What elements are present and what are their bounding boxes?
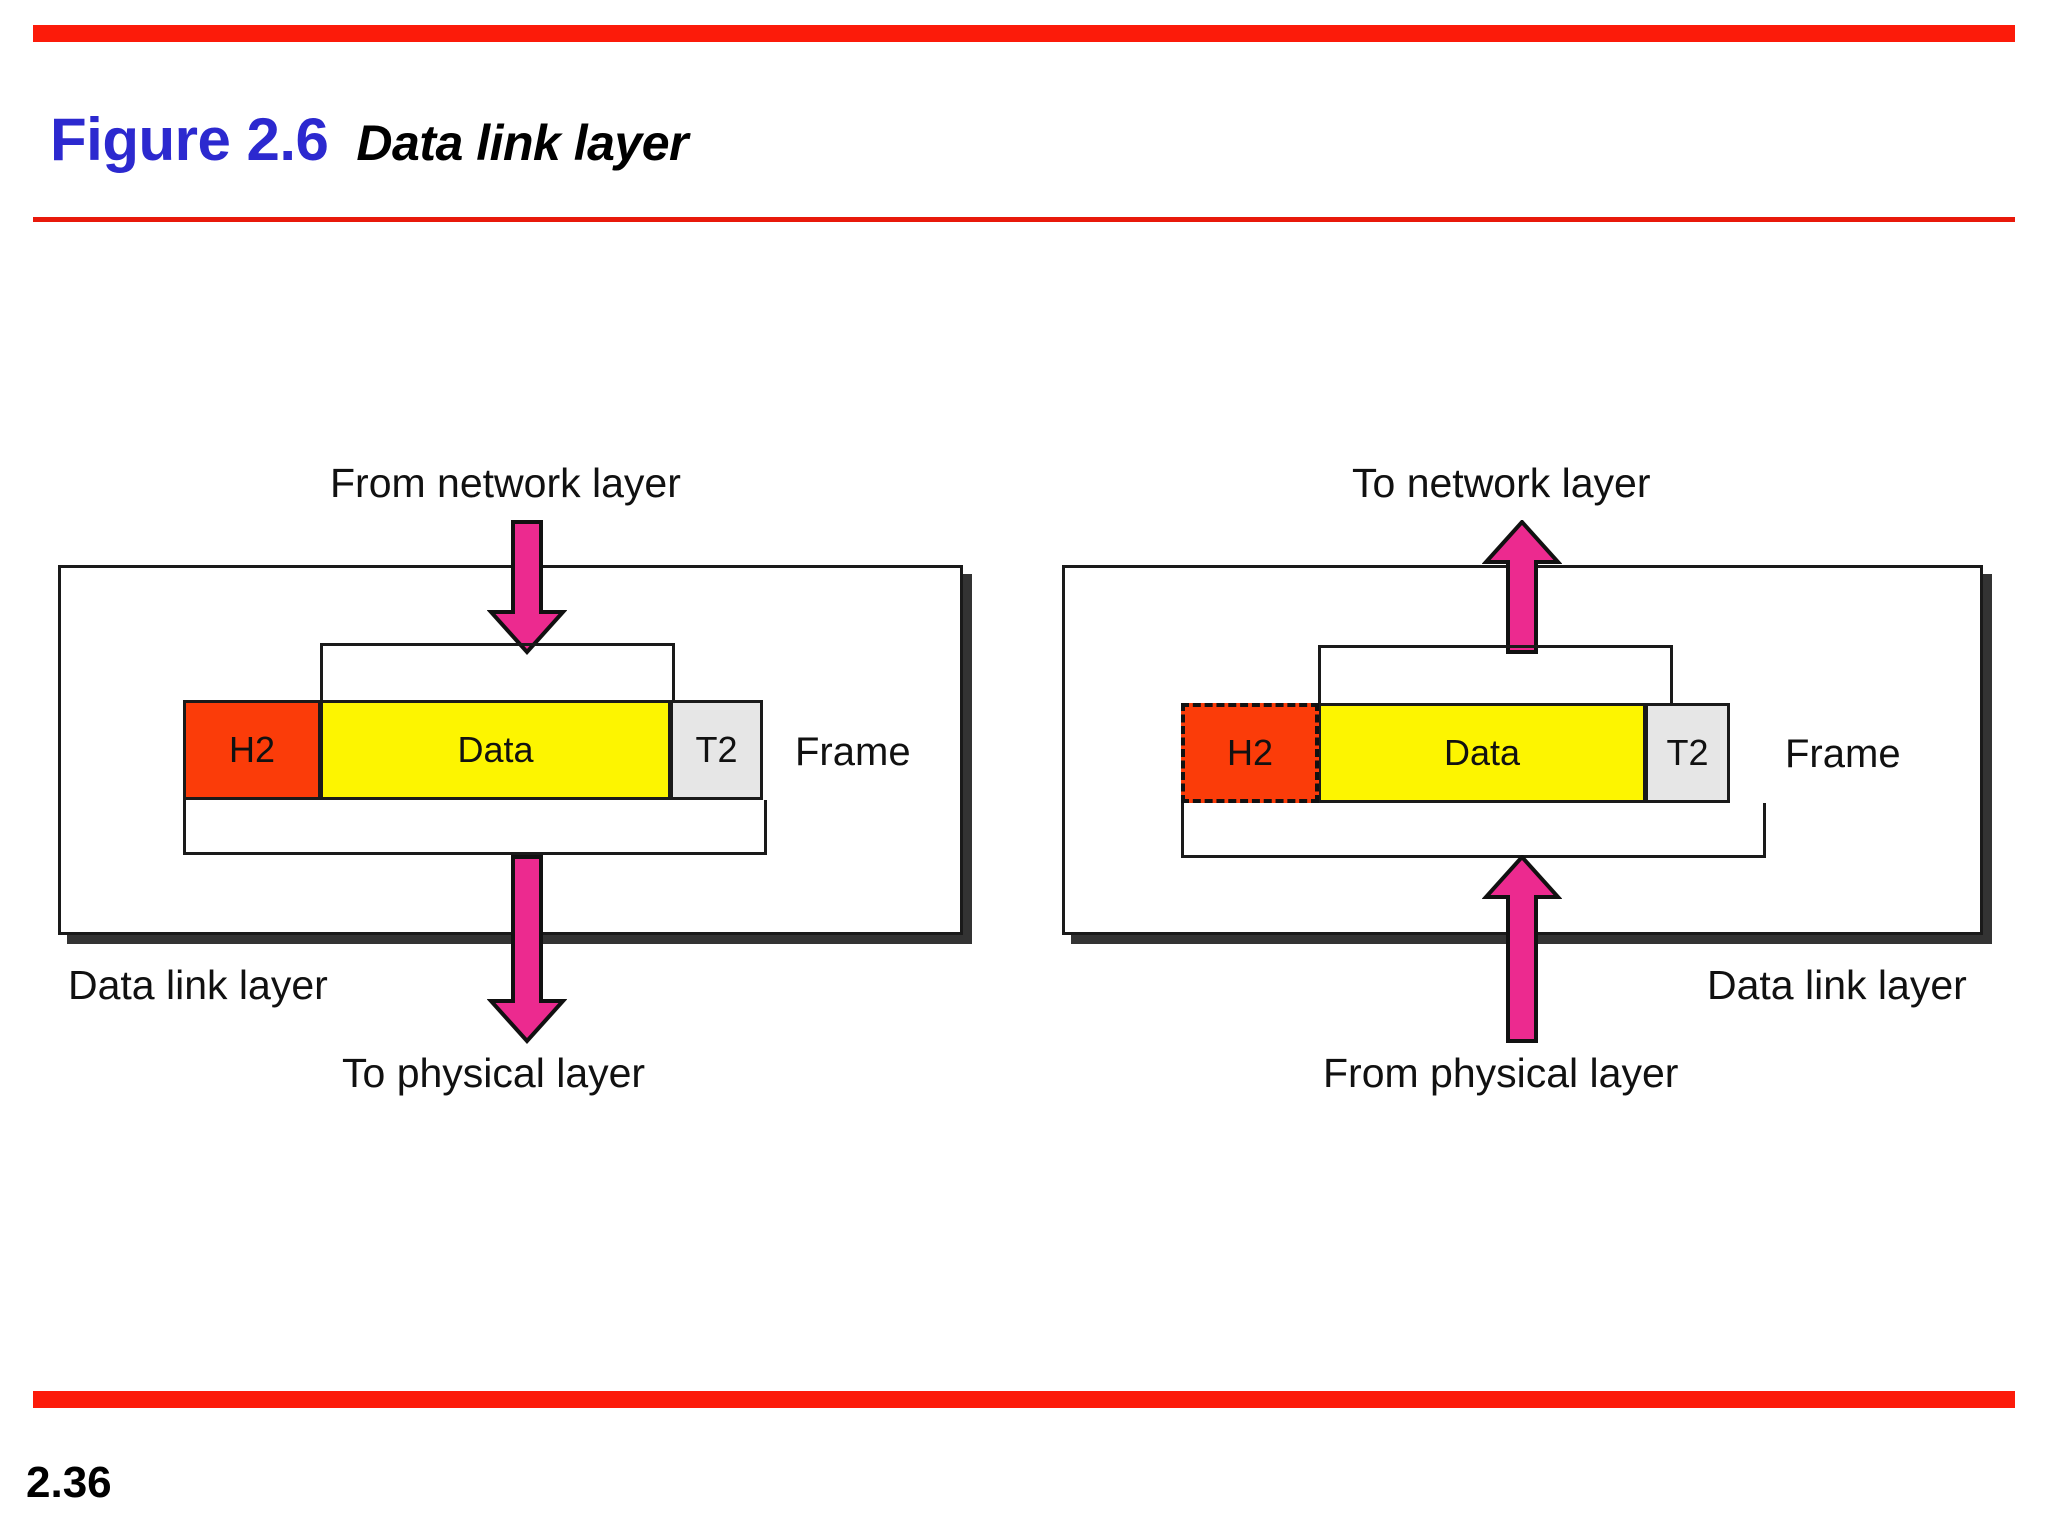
bracket-data-left — [320, 643, 675, 701]
caption-to-network-layer: To network layer — [1352, 460, 1651, 506]
frame-segment-payload: Data — [321, 700, 671, 800]
frame-segment-payload: Data — [1319, 703, 1646, 803]
frame-segment-header: H2 — [183, 700, 321, 800]
top-accent-bar — [33, 25, 2015, 42]
bracket-frame-left — [183, 800, 767, 855]
bottom-accent-bar — [33, 1391, 2015, 1408]
frame-segment-header: H2 — [1181, 703, 1319, 803]
bracket-data-right — [1318, 645, 1673, 703]
figure-title: Data link layer — [356, 115, 688, 171]
arrow-to-physical-layer — [487, 855, 567, 1045]
frame-strip-left: H2 Data T2 — [183, 700, 763, 800]
layer-label-left: Data link layer — [68, 962, 328, 1008]
frame-segment-trailer: T2 — [1646, 703, 1730, 803]
figure-label: Figure 2.6 — [50, 106, 329, 173]
frame-label-left: Frame — [795, 730, 911, 774]
frame-label-right: Frame — [1785, 732, 1901, 776]
frame-strip-right: H2 Data T2 — [1181, 703, 1730, 803]
caption-from-network-layer: From network layer — [330, 460, 681, 506]
frame-segment-trailer: T2 — [671, 700, 763, 800]
page-title: Figure 2.6 Data link layer — [50, 105, 688, 174]
arrow-from-network-layer — [487, 520, 567, 656]
caption-from-physical-layer: From physical layer — [1323, 1050, 1679, 1096]
arrow-to-network-layer — [1482, 520, 1562, 656]
caption-to-physical-layer: To physical layer — [342, 1050, 646, 1096]
layer-label-right: Data link layer — [1707, 962, 1967, 1008]
bracket-frame-right — [1181, 803, 1766, 858]
title-underline — [33, 217, 2015, 222]
arrow-from-physical-layer — [1482, 855, 1562, 1045]
page-number: 2.36 — [26, 1458, 112, 1507]
